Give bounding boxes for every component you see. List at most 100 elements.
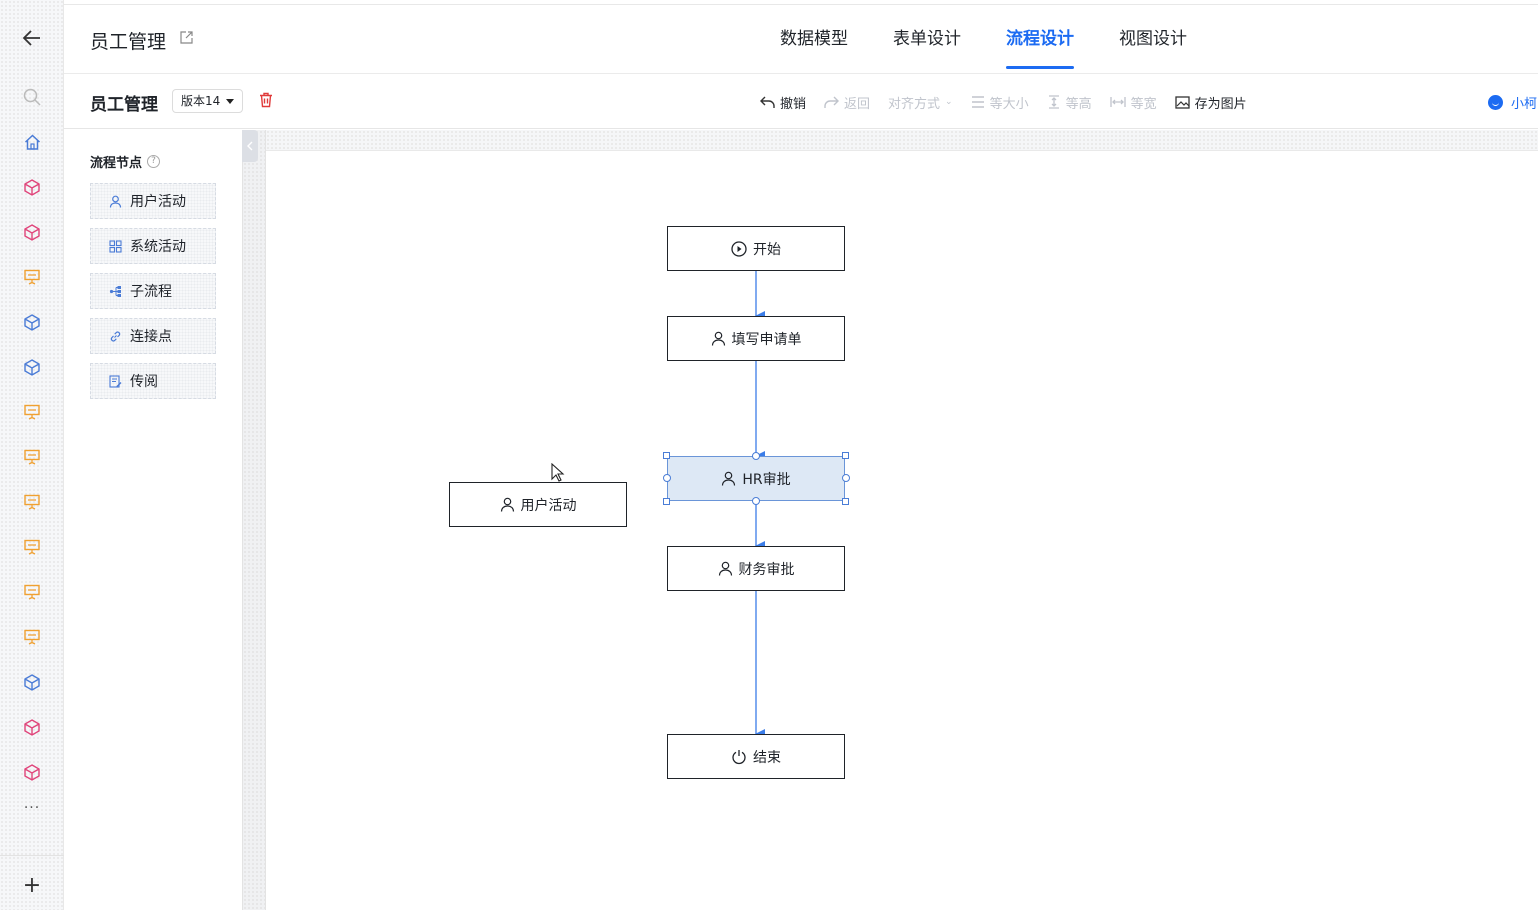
- palette-splitter[interactable]: [242, 130, 266, 910]
- presentation-icon[interactable]: [0, 435, 64, 479]
- redo-icon: [824, 96, 840, 108]
- user-name: 小柯: [1511, 97, 1538, 112]
- presentation-icon[interactable]: [0, 480, 64, 524]
- chevron-down-icon: ⌄: [945, 97, 953, 107]
- user-icon: [718, 561, 732, 576]
- same-size-label: 等大小: [989, 96, 1029, 112]
- tab-view-design[interactable]: 视图设计: [1119, 29, 1187, 49]
- search-icon[interactable]: [0, 75, 64, 119]
- trash-icon[interactable]: [259, 92, 273, 108]
- resize-handle[interactable]: [842, 452, 849, 459]
- presentation-icon[interactable]: [0, 570, 64, 614]
- cube-icon[interactable]: [0, 300, 64, 344]
- user-icon: [109, 195, 122, 208]
- design-tabs: 数据模型 表单设计 流程设计 视图设计: [780, 5, 1232, 75]
- tab-data-model[interactable]: 数据模型: [780, 29, 848, 49]
- subflow-icon: [109, 285, 121, 297]
- same-size-icon: [971, 96, 984, 108]
- connect-handle[interactable]: [752, 497, 760, 505]
- link-icon: [110, 331, 121, 341]
- same-size-button[interactable]: 等大小: [971, 93, 1029, 112]
- toolbar-actions: 撤销 返回 对齐方式 ⌄ 等大小 等高 等宽: [760, 75, 1265, 129]
- presentation-icon[interactable]: [0, 615, 64, 659]
- smile-icon: [1488, 95, 1503, 110]
- back-arrow-icon[interactable]: [0, 16, 64, 60]
- top-header: 员工管理 数据模型 表单设计 流程设计 视图设计: [64, 4, 1538, 74]
- cube-icon[interactable]: [0, 165, 64, 209]
- collapse-palette-button[interactable]: [242, 130, 258, 162]
- connect-handle[interactable]: [752, 452, 760, 460]
- presentation-icon[interactable]: [0, 390, 64, 434]
- help-icon[interactable]: ?: [147, 155, 161, 168]
- version-select[interactable]: 版本14: [172, 89, 244, 113]
- home-icon[interactable]: [0, 120, 64, 164]
- node-label: 开始: [753, 241, 781, 258]
- node-label: HR审批: [742, 471, 791, 488]
- palette-item-label: 子流程: [130, 284, 172, 300]
- presentation-icon[interactable]: [0, 255, 64, 299]
- flow-node-dragging-user-activity[interactable]: 用户活动: [449, 482, 627, 527]
- play-circle-icon: [731, 240, 747, 257]
- cube-icon[interactable]: [0, 210, 64, 254]
- cube-icon[interactable]: [0, 345, 64, 389]
- more-icon[interactable]: ···: [23, 800, 41, 816]
- align-dropdown[interactable]: 对齐方式 ⌄: [888, 93, 953, 112]
- caret-down-icon: [226, 98, 235, 104]
- canvas-ruler: [266, 130, 1538, 150]
- resize-handle[interactable]: [842, 498, 849, 505]
- palette-item-user-activity[interactable]: 用户活动: [90, 183, 216, 219]
- redo-button[interactable]: 返回: [824, 93, 870, 112]
- presentation-icon[interactable]: [0, 525, 64, 569]
- flow-toolbar: 员工管理 版本14 撤销 返回 对齐方式 ⌄ 等大小: [64, 75, 1538, 129]
- same-height-icon: [1048, 95, 1059, 109]
- palette-title: 流程节点 ?: [90, 152, 161, 171]
- same-height-button[interactable]: 等高: [1047, 93, 1092, 112]
- save-image-label: 存为图片: [1194, 96, 1247, 112]
- redo-label: 返回: [844, 96, 871, 112]
- resize-handle[interactable]: [663, 452, 670, 459]
- palette-item-label: 系统活动: [130, 239, 186, 255]
- connect-handle[interactable]: [842, 474, 850, 482]
- flow-node-end[interactable]: 结束: [667, 734, 845, 779]
- flow-node-finance-approval[interactable]: 财务审批: [667, 546, 845, 591]
- resize-handle[interactable]: [663, 498, 670, 505]
- flow-node-fill-form[interactable]: 填写申请单: [667, 316, 845, 361]
- image-icon: [1174, 95, 1190, 109]
- same-width-button[interactable]: 等宽: [1109, 93, 1157, 112]
- tab-form-design[interactable]: 表单设计: [893, 29, 961, 49]
- flow-title: 员工管理: [90, 95, 158, 115]
- user-icon: [500, 497, 514, 512]
- same-width-icon: [1109, 97, 1126, 107]
- save-image-button[interactable]: 存为图片: [1174, 93, 1247, 112]
- same-height-label: 等高: [1065, 96, 1092, 112]
- cube-icon[interactable]: [0, 705, 64, 749]
- flow-node-start[interactable]: 开始: [667, 226, 845, 271]
- palette-item-circulate[interactable]: 传阅: [90, 363, 216, 399]
- power-icon: [732, 749, 746, 764]
- palette-item-connector[interactable]: 连接点: [90, 318, 216, 354]
- cube-icon[interactable]: [0, 660, 64, 704]
- flow-canvas[interactable]: [266, 150, 1538, 910]
- undo-icon: [760, 96, 775, 108]
- undo-label: 撤销: [780, 96, 807, 112]
- node-palette: 流程节点 ? 用户活动 系统活动 子流程 连接点 传阅: [64, 130, 242, 910]
- undo-button[interactable]: 撤销: [760, 93, 806, 112]
- palette-item-subflow[interactable]: 子流程: [90, 273, 216, 309]
- user-chip[interactable]: 小柯: [1488, 93, 1537, 112]
- connect-handle[interactable]: [663, 474, 671, 482]
- align-label: 对齐方式: [888, 96, 941, 112]
- flow-node-hr-approval[interactable]: HR审批: [667, 456, 845, 501]
- app-title: 员工管理: [90, 31, 167, 53]
- mouse-cursor-icon: [551, 463, 565, 482]
- same-width-label: 等宽: [1130, 96, 1157, 112]
- tab-flow-design[interactable]: 流程设计: [1006, 5, 1074, 75]
- node-label: 用户活动: [520, 497, 577, 514]
- external-link-icon[interactable]: [180, 31, 193, 44]
- cube-icon[interactable]: [0, 750, 64, 794]
- palette-item-system-activity[interactable]: 系统活动: [90, 228, 216, 264]
- version-label: 版本14: [181, 94, 221, 108]
- palette-title-text: 流程节点: [90, 156, 143, 171]
- add-icon[interactable]: +: [22, 873, 42, 898]
